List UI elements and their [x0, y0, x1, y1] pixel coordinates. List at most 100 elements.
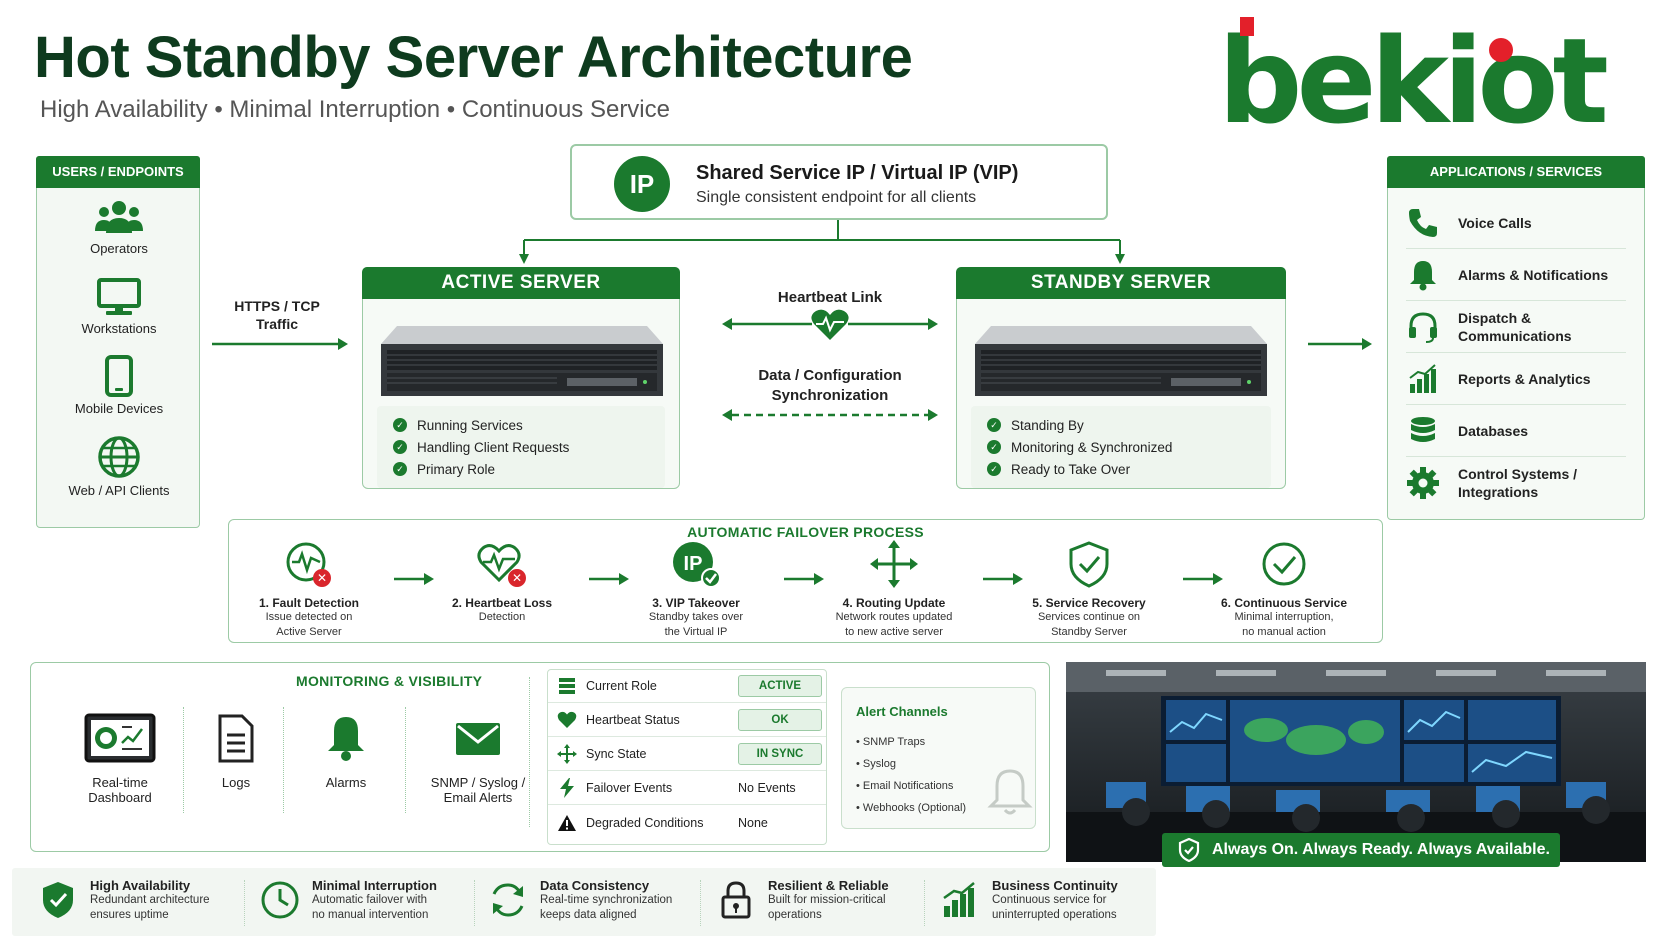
active-status-list: ✓Running Services ✓Handling Client Reque…: [377, 406, 665, 488]
divider: [924, 880, 925, 926]
dashboard-icon: [84, 713, 156, 763]
svg-text:✕: ✕: [317, 571, 327, 585]
active-server-heading: ACTIVE SERVER: [362, 267, 680, 299]
standby-status-list: ✓Standing By ✓Monitoring & Synchronized …: [971, 406, 1271, 488]
step-arrow-icon: [784, 573, 824, 585]
envelope-icon: [456, 723, 500, 755]
sync-arrows-icon: [557, 744, 577, 764]
heartbeat-loss-icon: ✕: [477, 544, 526, 587]
check-icon: ✓: [393, 440, 407, 454]
gear-icon: [1407, 467, 1439, 499]
users-endpoints-panel: USERS / ENDPOINTS Operators Workstations…: [36, 156, 200, 528]
endpoint-workstations: Workstations: [37, 277, 201, 336]
heart-icon: [557, 711, 577, 728]
ip-icon: IP: [614, 156, 670, 212]
app-dispatch: Dispatch &Communications: [1406, 301, 1626, 353]
svg-text:✕: ✕: [512, 571, 522, 585]
alert-channels-heading: Alert Channels: [856, 704, 948, 719]
list-item: • Email Notifications: [856, 780, 954, 792]
tool-logs: Logs: [171, 713, 301, 790]
services-arrow: [1308, 338, 1372, 350]
check-icon: ✓: [987, 462, 1001, 476]
svg-text:IP: IP: [684, 553, 703, 575]
endpoint-mobile: Mobile Devices: [37, 355, 201, 416]
phone-icon: [1409, 208, 1437, 237]
sync-label: Data / Configuration Synchronization: [758, 367, 902, 404]
server-rack-icon: [975, 326, 1267, 396]
mobile-icon: [105, 355, 133, 397]
divider: [405, 707, 406, 813]
server-icon: [559, 678, 575, 694]
status-item: ✓Monitoring & Synchronized: [987, 436, 1271, 458]
vip-title: Shared Service IP / Virtual IP (VIP): [696, 162, 1019, 184]
check-icon: ✓: [393, 462, 407, 476]
step-arrow-icon: [394, 573, 434, 585]
workstation-icon: [97, 278, 141, 315]
monitoring-heading: MONITORING & VISIBILITY: [296, 673, 483, 689]
divider: [700, 880, 701, 926]
status-badge: IN SYNC: [738, 743, 822, 765]
monitoring-panel: MONITORING & VISIBILITY Real-time Dashbo…: [30, 662, 1050, 852]
status-item: ✓Ready to Take Over: [987, 458, 1271, 480]
lightning-icon: [560, 778, 574, 798]
headset-icon: [1409, 311, 1437, 343]
check-icon: ✓: [987, 440, 1001, 454]
failover-step-6: 6. Continuous Service Minimal interrupti…: [1209, 540, 1359, 639]
endpoint-web-api: Web / API Clients: [37, 435, 201, 498]
heartbeat-arrow: [722, 309, 938, 340]
status-table: Current Role ACTIVE Heartbeat Status OK …: [547, 669, 827, 845]
alert-channels-box: Alert Channels • SNMP Traps • Syslog • E…: [841, 687, 1036, 829]
growth-chart-icon: [943, 882, 975, 917]
traffic-label: HTTPS / TCP Traffic: [234, 298, 320, 332]
list-item: • Webhooks (Optional): [856, 802, 967, 814]
divider: [474, 880, 475, 926]
tool-alarms: Alarms: [281, 713, 411, 790]
users-panel-heading: USERS / ENDPOINTS: [36, 156, 200, 188]
heartbeat-link-label: Heartbeat Link: [777, 289, 883, 306]
divider: [244, 880, 245, 926]
traffic-arrow: [212, 338, 348, 350]
failover-step-2: ✕ 2. Heartbeat Loss Detection: [427, 540, 577, 625]
table-row: Heartbeat Status OK: [548, 704, 826, 737]
svg-text:bekiot: bekiot: [1218, 12, 1606, 137]
app-reports: Reports & Analytics: [1406, 353, 1626, 405]
divider: [529, 677, 530, 827]
applications-services-panel: APPLICATIONS / SERVICES Voice Calls Alar…: [1387, 156, 1645, 520]
failover-process-panel: AUTOMATIC FAILOVER PROCESS ✕ 1. Fault De…: [228, 519, 1383, 643]
always-on-banner: Always On. Always Ready. Always Availabl…: [1162, 833, 1560, 867]
chart-icon: [1409, 363, 1436, 393]
failover-step-5: 5. Service Recovery Services continue on…: [1014, 540, 1164, 639]
check-circle-icon: [1262, 542, 1306, 586]
step-arrow-icon: [983, 573, 1023, 585]
shield-check-icon: [43, 882, 73, 918]
table-row: Degraded Conditions None: [548, 806, 826, 839]
standby-server-heading: STANDBY SERVER: [956, 267, 1286, 299]
status-item: ✓Handling Client Requests: [393, 436, 665, 458]
status-badge: OK: [738, 709, 822, 731]
failover-heading: AUTOMATIC FAILOVER PROCESS: [687, 524, 924, 540]
lock-icon: [721, 881, 751, 919]
database-icon: [1411, 416, 1435, 442]
list-item: • Syslog: [856, 758, 896, 770]
table-row: Sync State IN SYNC: [548, 738, 826, 771]
divider: [283, 707, 284, 813]
list-item: • SNMP Traps: [856, 736, 926, 748]
bell-icon: [1410, 260, 1436, 290]
vip-takeover-icon: IP: [673, 542, 721, 588]
shield-check-icon: [1178, 838, 1200, 862]
app-control-systems: Control Systems /Integrations: [1406, 457, 1626, 509]
clock-icon: [261, 881, 299, 919]
fault-detection-icon: ✕: [286, 542, 331, 587]
table-row: Current Role ACTIVE: [548, 670, 826, 703]
step-arrow-icon: [589, 573, 629, 585]
page-title: Hot Standby Server Architecture: [34, 25, 913, 90]
bekiot-logo: bekiot: [1218, 12, 1612, 137]
refresh-icon: [492, 883, 524, 917]
active-server-card: ACTIVE SERVER ✓Running Services ✓Handlin…: [362, 267, 680, 489]
failover-step-4: 4. Routing Update Network routes updated…: [819, 540, 969, 639]
apps-panel-heading: APPLICATIONS / SERVICES: [1387, 156, 1645, 188]
failover-step-3: IP 3. VIP Takeover Standby takes over th…: [621, 540, 771, 639]
step-arrow-icon: [1183, 573, 1223, 585]
